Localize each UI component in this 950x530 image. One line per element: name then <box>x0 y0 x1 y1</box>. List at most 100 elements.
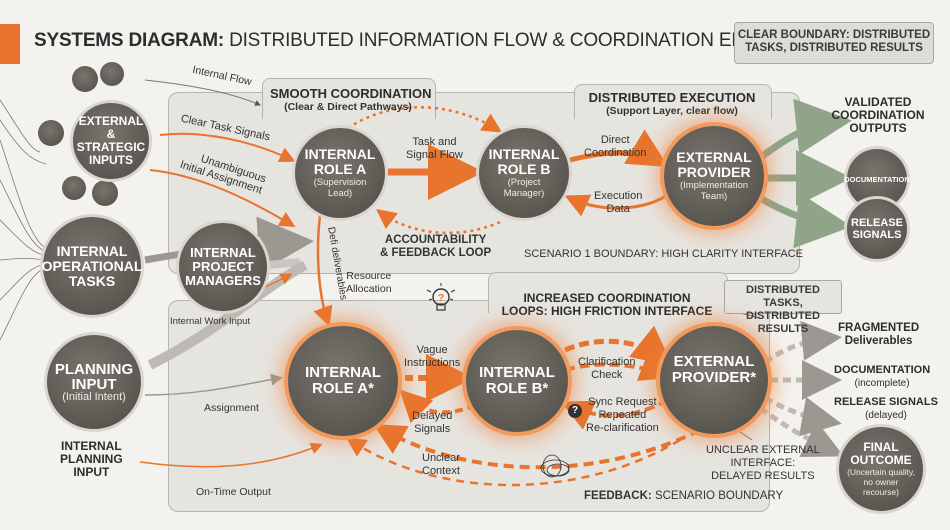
operational-tasks-node: INTERNAL OPERATIONAL TASKS <box>40 214 144 318</box>
dist-sub-text: (Support Layer, clear flow) <box>606 105 738 117</box>
release-line2: SIGNALS <box>852 229 902 241</box>
doc-output-text: DOCUMENTATION <box>844 174 910 184</box>
deliverables-arrow <box>313 214 333 327</box>
unambiguous-arrow <box>149 169 296 228</box>
accountability-line2: & FEEDBACK LOOP <box>380 247 492 259</box>
clear-task-arrow <box>159 132 296 163</box>
accountability-line1: ACCOUNTABILITY <box>384 234 487 246</box>
planning2-line3: INPUT <box>73 465 110 479</box>
unclear-ext-label: UNCLEAR EXTERNAL INTERFACE: DELAYED RESU… <box>706 444 820 483</box>
operational-line2: OPERATIONAL <box>41 257 143 274</box>
small-node-1 <box>72 66 98 92</box>
rel2-line1: RELEASE SIGNALS <box>834 396 938 408</box>
final-line2: OUTCOME <box>850 453 912 467</box>
unclear-ext-line1: UNCLEAR EXTERNAL <box>706 444 820 456</box>
out-final-arrow <box>758 405 845 458</box>
unclear-ext-line3: DELAYED RESULTS <box>711 470 815 482</box>
provider-star-t1: EXTERNAL <box>673 353 755 370</box>
task-flow-line1: Task and <box>412 136 457 148</box>
doc2-line2: (incomplete) <box>854 378 910 389</box>
release-output-node: RELEASE SIGNALS <box>844 196 910 262</box>
role-a-t2: ROLE A <box>313 161 367 177</box>
out-frag-arrow <box>763 320 842 365</box>
external-inputs-line2: & STRATEGIC <box>76 127 146 154</box>
pm-line2: PROJECT <box>192 259 254 274</box>
project-managers-node: INTERNAL PROJECT MANAGERS <box>176 220 270 314</box>
vague-line1: Vague <box>416 344 448 356</box>
vague-label: Vague Instructions <box>404 344 460 370</box>
assignment-label: Assignment <box>204 402 259 414</box>
clarif-arrow-2 <box>564 351 673 381</box>
planning-input-node: PLANNING INPUT (Initial Intent) <box>44 332 144 432</box>
sync-line2: Repeated <box>598 409 647 421</box>
internal-work-label: Internal Work Input <box>170 316 251 327</box>
role-b-t1: INTERNAL <box>488 146 560 162</box>
role-a-star-t1: INTERNAL <box>305 364 381 381</box>
title-accent-bar <box>0 24 20 64</box>
planning2-line2: PLANNING <box>60 452 123 466</box>
small-node-5 <box>92 180 118 206</box>
small-node-3 <box>38 120 64 146</box>
task-flow-label: Task and Signal Flow <box>406 136 463 162</box>
increased-line1: INCREASED COORDINATION <box>523 291 691 305</box>
provider-s1: (Implementation <box>679 180 749 191</box>
clarif-label: Clarification Check <box>578 356 635 382</box>
feedback-dotted-arrow <box>376 208 501 235</box>
planning-line1: PLANNING <box>54 360 134 378</box>
lightbulb-icon: ? <box>424 282 458 316</box>
role-a-s1: (Supervision <box>313 177 367 188</box>
pm-line3: MANAGERS <box>185 273 261 288</box>
sync-label: Sync Request Repeated Re-clarification <box>586 396 659 435</box>
clear-boundary-box: CLEAR BOUNDARY: DISTRIBUTED TASKS, DISTR… <box>734 22 934 64</box>
dist-header-tab <box>574 84 772 119</box>
feedback-loop-arrow <box>345 437 681 487</box>
frag-line1: FRAGMENTED <box>838 322 920 334</box>
out-release2-arrow <box>763 395 842 437</box>
planning2-line1: INTERNAL <box>61 439 122 453</box>
vague-line2: Instructions <box>404 357 461 369</box>
validated-line2: COORDINATION <box>831 108 925 122</box>
role-a-node: INTERNAL ROLE A (Supervision Lead) <box>292 125 388 221</box>
provider-star-node: EXTERNAL PROVIDER* <box>660 326 768 434</box>
small-node-2 <box>100 62 124 86</box>
ontime-label: On-Time Output <box>196 486 271 498</box>
release-delayed-label: RELEASE SIGNALS (delayed) <box>834 396 938 422</box>
final-line1: FINAL <box>863 440 899 454</box>
role-a-star-node: INTERNAL ROLE A* <box>288 326 398 436</box>
final-line4: no owner <box>863 477 899 487</box>
direct-coord-arrow <box>569 129 669 168</box>
final-line3: (Uncertain quality, <box>847 467 915 477</box>
role-b-s2: Manager) <box>503 188 545 199</box>
direct-coord-label: Direct Coordination <box>584 134 646 160</box>
feedback-boundary: FEEDBACK: SCENARIO BOUNDARY <box>584 490 783 502</box>
direct-line2: Coordination <box>584 147 647 159</box>
clear-boundary-line1: CLEAR BOUNDARY: DISTRIBUTED <box>737 29 931 41</box>
exec-data-label: Execution Data <box>594 190 642 216</box>
planning-line3: (Initial Intent) <box>62 390 126 403</box>
pm-line1: INTERNAL <box>190 245 256 260</box>
small-node-4 <box>62 176 86 200</box>
smooth-header-text: SMOOTH COORDINATION <box>270 86 432 101</box>
frag-line2: Deliverables <box>844 335 913 347</box>
increased-coord-header: INCREASED COORDINATION LOOPS: HIGH FRICT… <box>492 292 722 318</box>
task-flow-line2: Signal Flow <box>406 149 463 161</box>
role-b-s1: (Project <box>507 177 541 188</box>
unclear-loop-arrow <box>373 424 701 470</box>
callout-line1: DISTRIBUTED TASKS, <box>746 284 820 309</box>
validated-line3: OUTPUTS <box>849 121 907 135</box>
clarif-line2: Check <box>591 369 623 381</box>
role-a-t1: INTERNAL <box>304 146 376 162</box>
operational-line1: INTERNAL <box>56 242 128 259</box>
question-icon: ? <box>568 404 582 418</box>
out-validated-arrow <box>757 98 852 161</box>
role-b-node: INTERNAL ROLE B (Project Manager) <box>476 125 572 221</box>
role-b-t2: ROLE B <box>497 161 551 177</box>
role-b-star-t1: INTERNAL <box>479 364 555 381</box>
delayed-line2: Signals <box>414 423 451 435</box>
delayed-arrow <box>399 389 476 424</box>
planning-line2: INPUT <box>71 375 117 393</box>
title-rest: DISTRIBUTED INFORMATION FLOW & COORDINAT… <box>229 30 830 51</box>
smooth-sub-text: (Clear & Direct Pathways) <box>284 101 412 113</box>
provider-t1: EXTERNAL <box>676 149 752 165</box>
dist-header-text: DISTRIBUTED EXECUTION <box>588 90 756 105</box>
